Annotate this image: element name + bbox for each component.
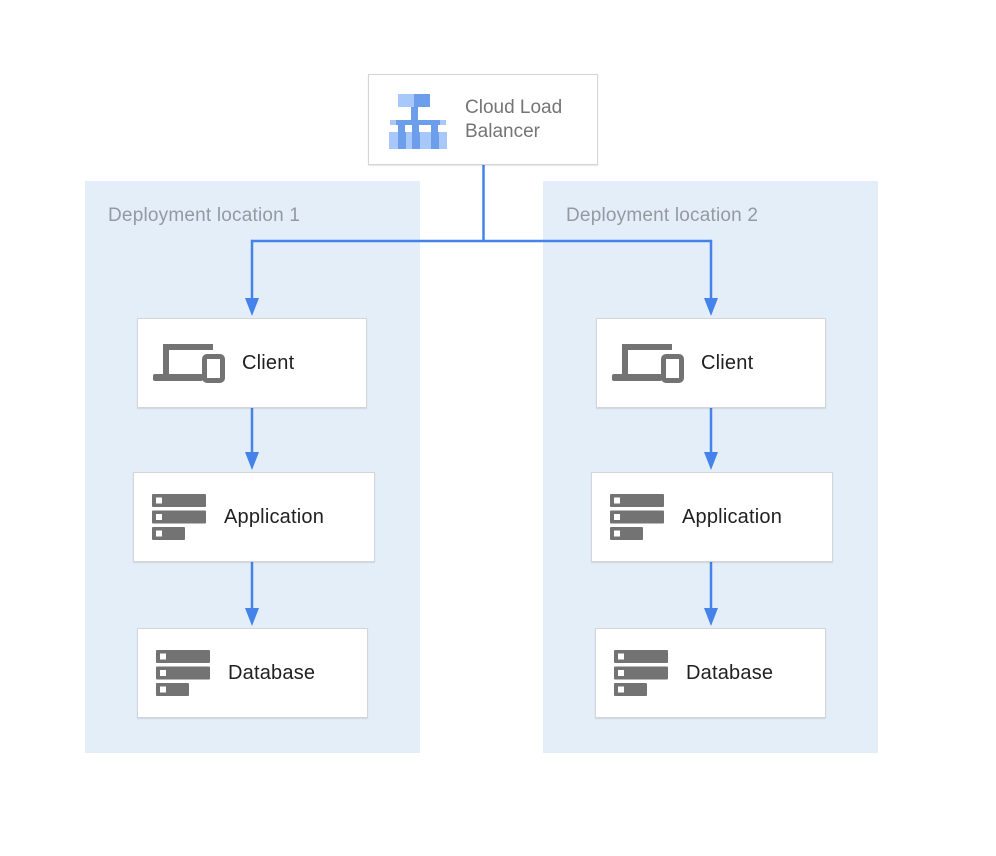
load-balancer-icon xyxy=(388,90,448,150)
client-devices-icon xyxy=(153,342,225,384)
client-node-location-2: Client xyxy=(596,318,826,408)
client-label: Client xyxy=(701,351,754,374)
cloud-load-balancer-label: Cloud Load Balancer xyxy=(465,96,563,142)
server-stack-icon xyxy=(614,650,668,696)
database-label: Database xyxy=(228,661,316,684)
application-label: Application xyxy=(682,505,783,528)
cloud-load-balancer-node: Cloud Load Balancer xyxy=(368,74,598,165)
application-label: Application xyxy=(224,505,325,528)
application-node-location-2: Application xyxy=(591,472,833,562)
client-devices-icon xyxy=(612,342,684,384)
database-node-location-2: Database xyxy=(595,628,826,718)
deployment-location-1-title: Deployment location 1 xyxy=(108,205,301,226)
deployment-location-2-title: Deployment location 2 xyxy=(566,205,759,226)
database-label: Database xyxy=(686,661,774,684)
server-stack-icon xyxy=(156,650,210,696)
database-node-location-1: Database xyxy=(137,628,368,718)
client-label: Client xyxy=(242,351,295,374)
server-stack-icon xyxy=(610,494,664,540)
client-node-location-1: Client xyxy=(137,318,367,408)
server-stack-icon xyxy=(152,494,206,540)
application-node-location-1: Application xyxy=(133,472,375,562)
